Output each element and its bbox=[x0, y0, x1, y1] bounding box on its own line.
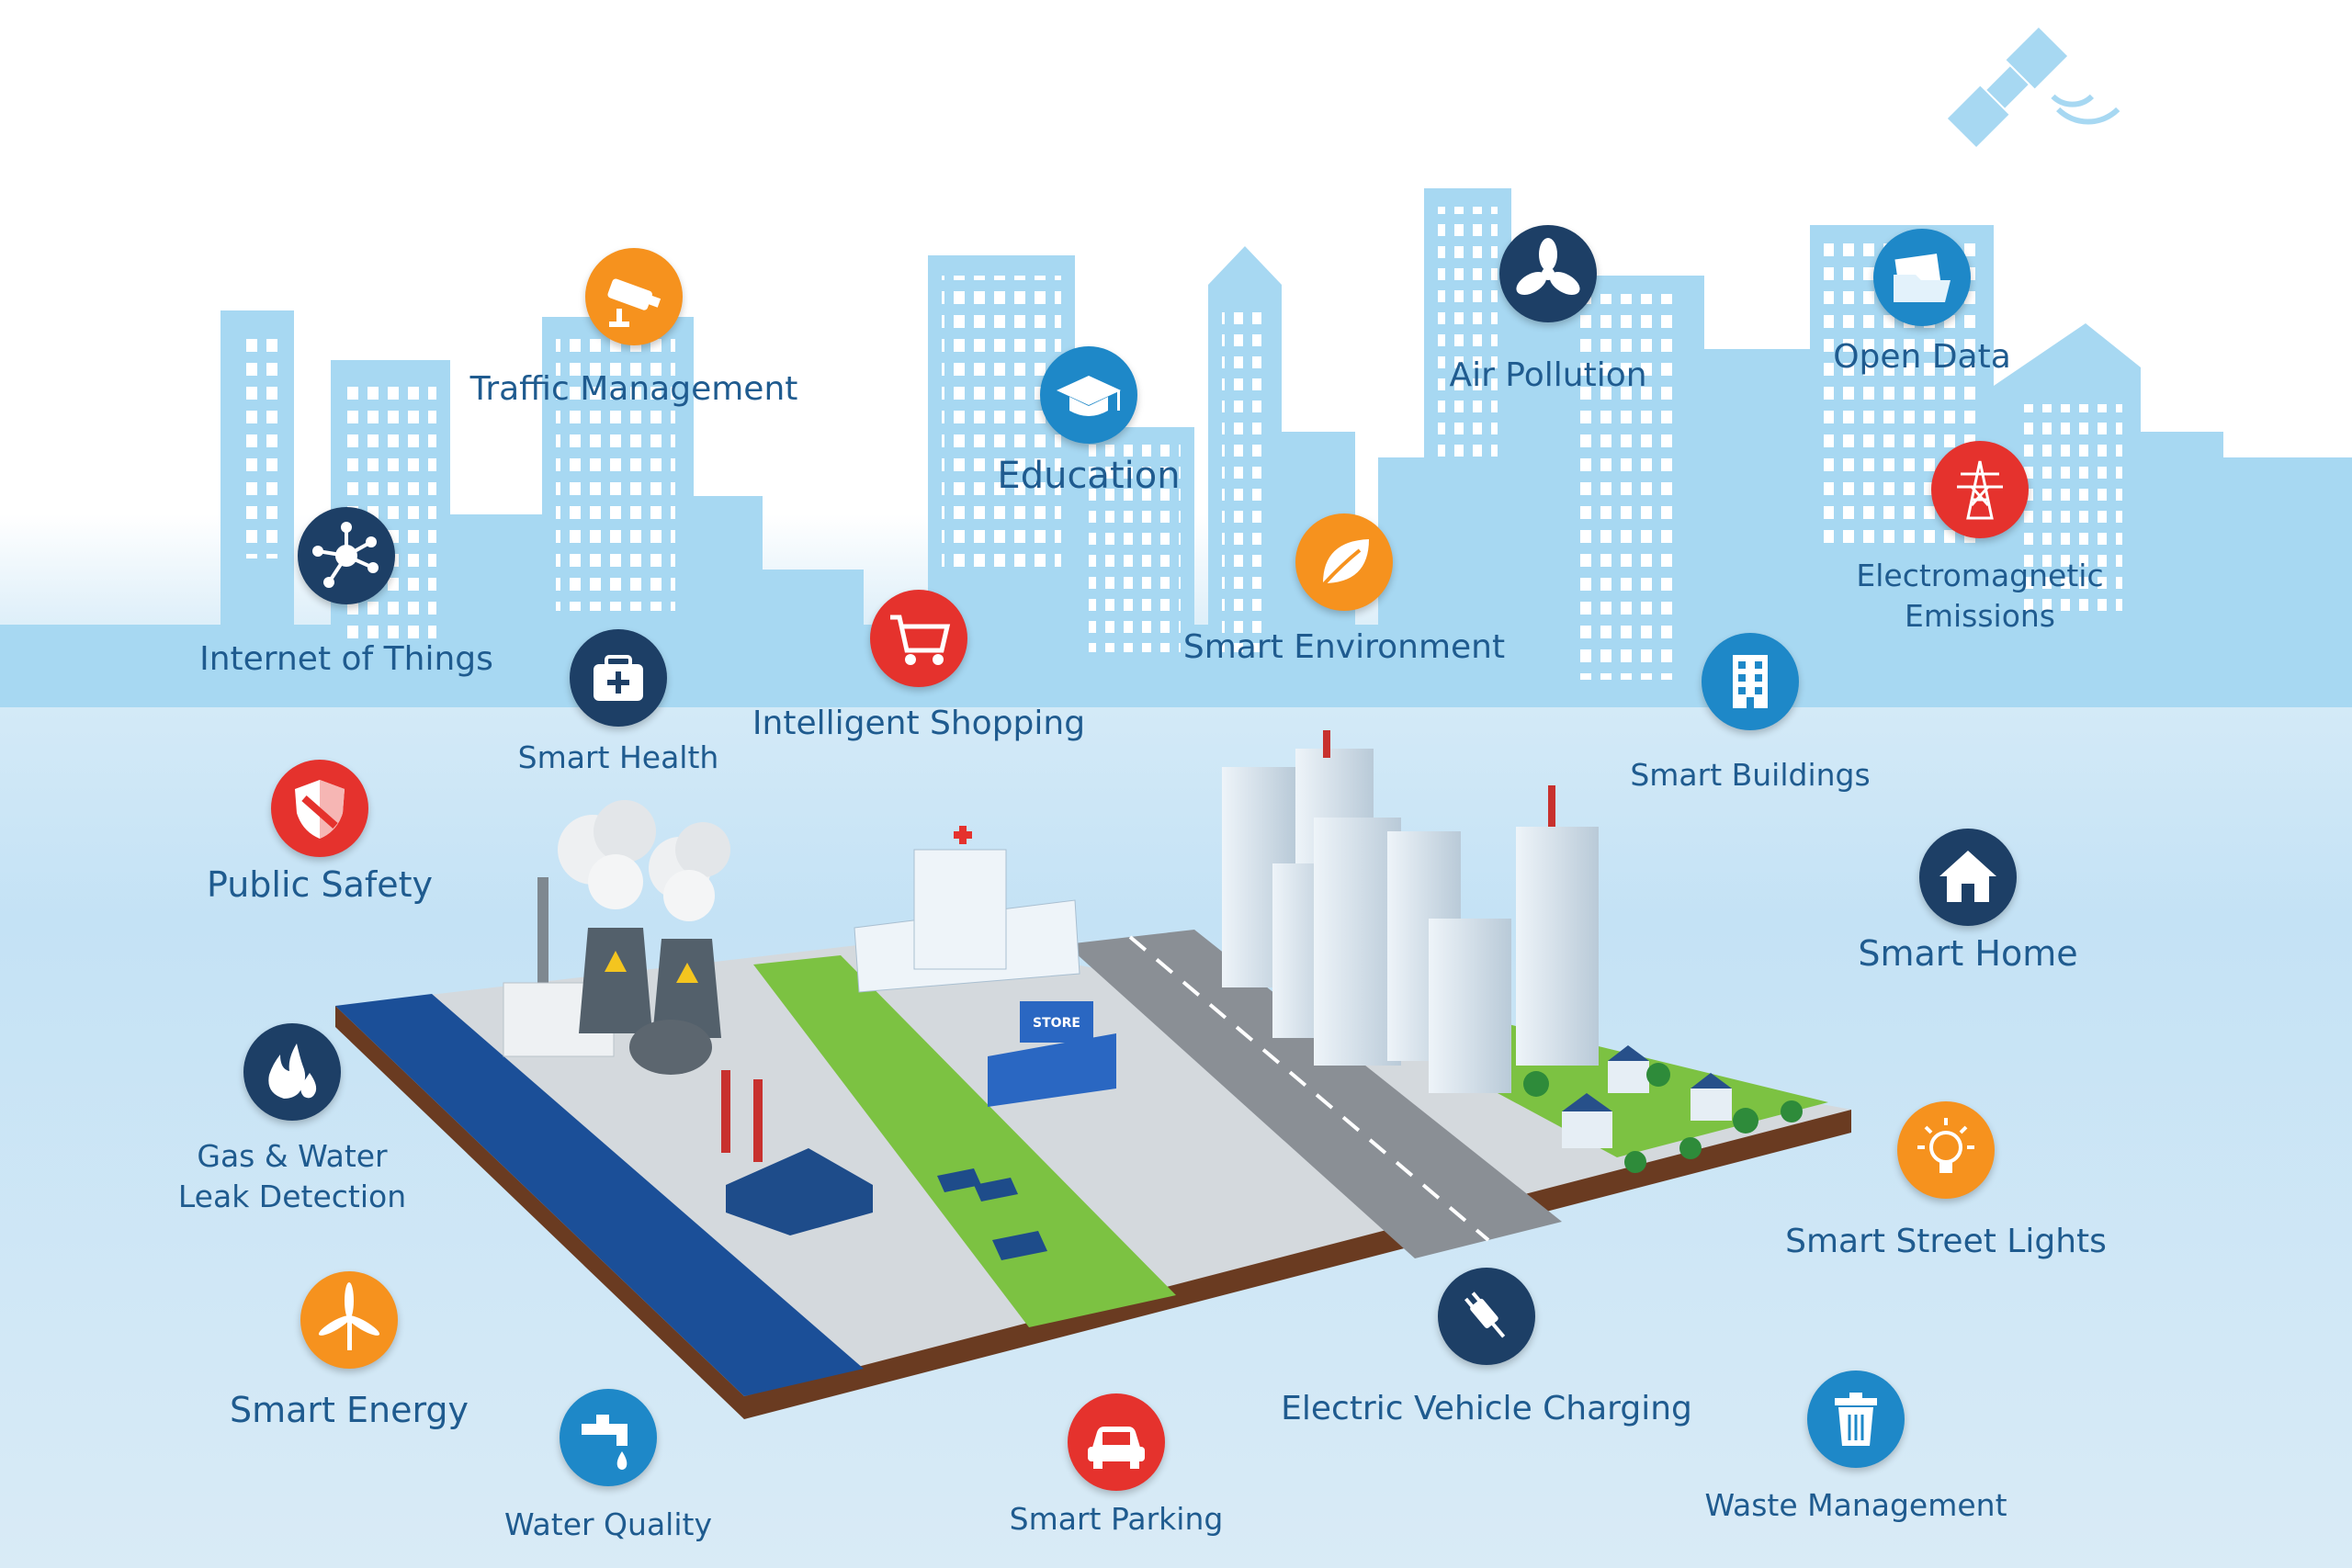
power-plant bbox=[503, 800, 873, 1235]
graduation-cap-icon bbox=[1040, 346, 1137, 444]
flame-drop-icon bbox=[243, 1023, 341, 1121]
power-tower-icon bbox=[1931, 441, 2029, 538]
plug-icon bbox=[1438, 1268, 1535, 1365]
feature-label: Smart Environment bbox=[1182, 628, 1506, 666]
feature-label: Electromagnetic Emissions bbox=[1856, 558, 2104, 634]
faucet-icon bbox=[560, 1389, 657, 1486]
residential-area bbox=[1523, 1045, 1803, 1173]
shopping-cart-icon bbox=[870, 590, 967, 687]
leaf-icon bbox=[1295, 513, 1393, 611]
feature-label: Electric Vehicle Charging bbox=[1281, 1390, 1692, 1427]
feature-label: Public Safety bbox=[206, 864, 434, 905]
feature-label: Smart Energy bbox=[229, 1390, 469, 1430]
trash-bin-icon bbox=[1807, 1371, 1905, 1468]
solar-panels bbox=[937, 1168, 1047, 1260]
store-sign: STORE bbox=[1033, 1016, 1080, 1031]
feature-label: Smart Health bbox=[517, 739, 719, 775]
hospital-building bbox=[854, 826, 1080, 993]
fan-icon bbox=[1499, 225, 1597, 322]
light-bulb-icon bbox=[1897, 1101, 1995, 1199]
shield-icon bbox=[271, 760, 368, 857]
network-hub-icon bbox=[298, 507, 395, 604]
medical-kit-icon bbox=[570, 629, 667, 727]
folder-icon bbox=[1873, 229, 1971, 326]
feature-label: Gas & Water Leak Detection bbox=[177, 1138, 407, 1214]
feature-label: Smart Home bbox=[1858, 933, 2078, 974]
car-icon bbox=[1068, 1393, 1165, 1491]
satellite-icon bbox=[1947, 27, 2120, 148]
feature-label: Intelligent Shopping bbox=[752, 705, 1086, 742]
feature-label: Open Data bbox=[1833, 338, 2011, 376]
feature-label: Internet of Things bbox=[199, 640, 493, 678]
feature-label: Education bbox=[997, 455, 1181, 497]
feature-label: Water Quality bbox=[504, 1506, 712, 1542]
cctv-camera-icon bbox=[585, 248, 683, 345]
feature-label: Air Pollution bbox=[1449, 356, 1647, 394]
feature-label: Waste Management bbox=[1704, 1487, 2007, 1523]
building-icon bbox=[1702, 633, 1799, 730]
downtown-towers bbox=[1222, 730, 1599, 1093]
store-building: STORE bbox=[988, 1001, 1116, 1107]
feature-label: Smart Street Lights bbox=[1785, 1223, 2107, 1260]
wind-turbine-icon bbox=[300, 1271, 398, 1369]
feature-label: Traffic Management bbox=[469, 370, 798, 408]
feature-label: Smart Parking bbox=[1009, 1501, 1224, 1537]
feature-label: Smart Buildings bbox=[1630, 757, 1871, 793]
house-icon bbox=[1919, 829, 2017, 926]
